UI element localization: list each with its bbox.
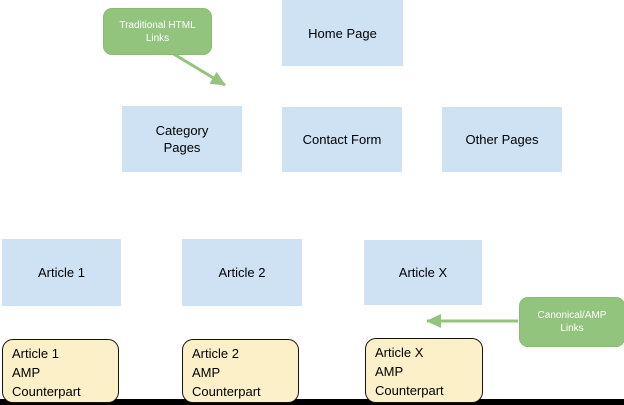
node-article-x-amp-counterpart: Article X AMP Counterpart — [365, 338, 483, 403]
traditional-links-arrow — [171, 51, 226, 87]
amp-line: Counterpart — [375, 383, 444, 398]
amp-line: Article 1 — [12, 346, 59, 361]
node-article-2-amp-counterpart: Article 2 AMP Counterpart — [182, 339, 299, 403]
amp-line: Counterpart — [12, 384, 81, 399]
amp-line: AMP — [375, 364, 404, 379]
node-label: Home Page — [308, 25, 377, 41]
node-label: Category Pages — [155, 123, 209, 155]
node-article-x: Article X — [364, 240, 482, 305]
callout-line: Links — [560, 323, 584, 334]
amp-line: AMP — [12, 365, 41, 380]
amp-line: AMP — [192, 365, 221, 380]
node-home-page: Home Page — [282, 0, 403, 66]
node-contact-form: Contact Form — [282, 107, 402, 172]
callout-line: Canonical/AMP — [537, 310, 607, 321]
node-category-pages: Category Pages — [122, 106, 242, 172]
node-article-1-amp-counterpart: Article 1 AMP Counterpart — [2, 339, 119, 403]
amp-line: Article X — [375, 345, 424, 360]
node-article-1: Article 1 — [2, 239, 121, 306]
amp-line: Counterpart — [192, 384, 261, 399]
callout-canonical-amp-links: Canonical/AMP Links — [519, 297, 624, 347]
node-article-2: Article 2 — [182, 239, 302, 306]
node-other-pages: Other Pages — [442, 107, 562, 172]
node-label: Contact Form — [302, 132, 382, 147]
node-label: Article 2 — [218, 265, 266, 280]
node-label: Article X — [398, 265, 448, 280]
callout-line: Links — [145, 32, 170, 44]
node-label: Other Pages — [465, 132, 539, 147]
bottom-black-bar — [0, 399, 624, 405]
callout-traditional-html-links: Traditional HTML Links — [103, 8, 212, 55]
node-label: Article 1 — [38, 265, 85, 280]
amp-line: Article 2 — [192, 346, 239, 361]
callout-line: Traditional HTML — [119, 19, 196, 31]
